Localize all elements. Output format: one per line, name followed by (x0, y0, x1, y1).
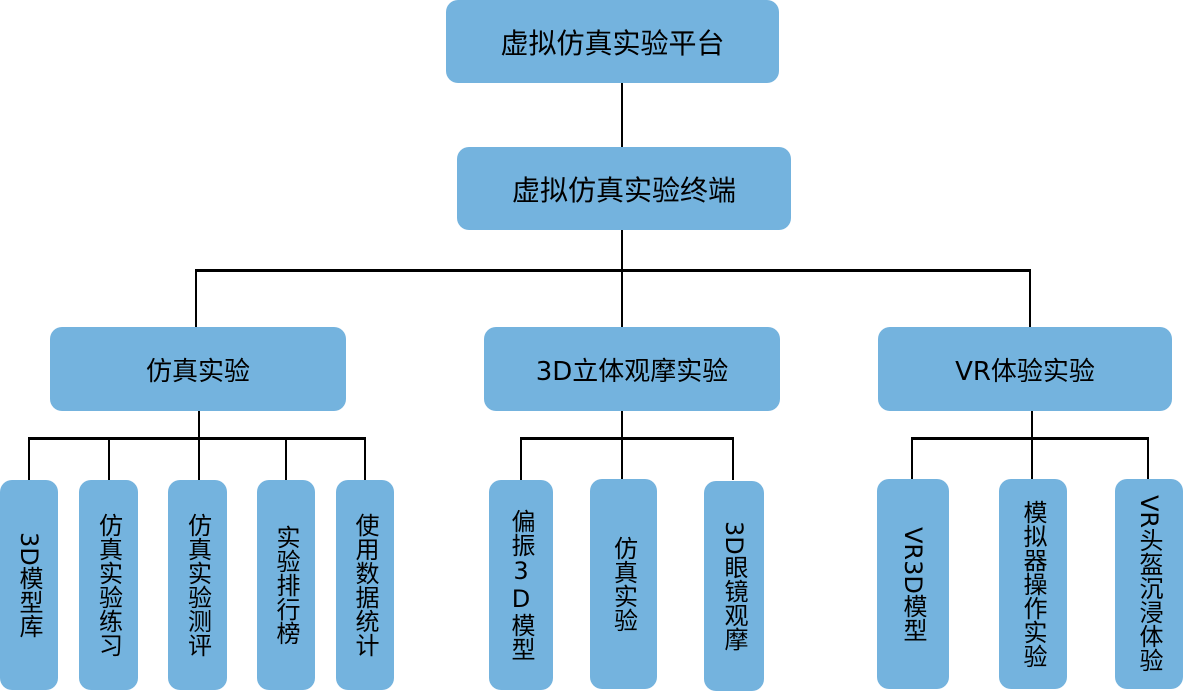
leaf-node: VR头盔沉浸体验 (1115, 479, 1183, 689)
leaf-label: 使用数据统计 (351, 513, 379, 657)
branch-label: 仿真实验 (145, 356, 250, 387)
leaf-label: 仿真实验练习 (94, 513, 123, 657)
leaf-label: 仿真实验 (609, 536, 638, 632)
connector-branch-3 (1029, 271, 1031, 328)
connector-root-terminal (621, 83, 623, 147)
branch-node-simulation: 仿真实验 (50, 327, 346, 411)
leaf-label: 实验排行榜 (272, 525, 300, 645)
leaf-node: 仿真实验练习 (79, 480, 138, 690)
leaf-label: 3D眼镜观摩 (720, 521, 748, 651)
connector-leaf (285, 438, 287, 480)
connector-branch1-bar (28, 437, 366, 440)
branch-label: VR体验实验 (955, 356, 1095, 387)
connector-leaf (28, 438, 30, 480)
connector-branch3-bar (911, 437, 1149, 440)
connector-leaf (911, 438, 913, 480)
leaf-node: 3D眼镜观摩 (704, 481, 764, 691)
connector-branch3-down (1031, 410, 1033, 480)
connector-leaf (732, 438, 734, 480)
leaf-node: 仿真实验 (590, 479, 657, 689)
connector-leaf (108, 438, 110, 480)
connector-leaf (364, 438, 366, 480)
terminal-label: 虚拟仿真实验终端 (511, 173, 736, 207)
terminal-node: 虚拟仿真实验终端 (457, 147, 791, 230)
connector-terminal-down (621, 230, 623, 328)
leaf-node: 实验排行榜 (257, 480, 315, 690)
leaf-label: 偏振3D模型 (507, 509, 535, 661)
leaf-node: 偏振3D模型 (489, 480, 553, 690)
leaf-label: VR头盔沉浸体验 (1135, 495, 1163, 673)
connector-leaf (1147, 438, 1149, 480)
connector-level2-bar (195, 269, 1031, 272)
root-label: 虚拟仿真实验平台 (500, 26, 725, 60)
leaf-label: 模拟器操作实验 (1019, 500, 1047, 668)
connector-branch2-down (621, 410, 623, 480)
connector-branch2-bar (520, 437, 734, 440)
leaf-node: 模拟器操作实验 (999, 479, 1067, 689)
branch-label: 3D立体观摩实验 (535, 356, 729, 387)
leaf-label: 仿真实验测评 (183, 513, 212, 657)
leaf-node: 仿真实验测评 (168, 480, 227, 690)
branch-node-3d: 3D立体观摩实验 (484, 327, 780, 411)
leaf-label: 3D模型库 (15, 532, 43, 638)
root-node: 虚拟仿真实验平台 (446, 0, 779, 83)
connector-leaf (520, 438, 522, 480)
leaf-node: 使用数据统计 (336, 480, 394, 690)
connector-branch1-down (198, 410, 200, 480)
branch-node-vr: VR体验实验 (878, 327, 1172, 411)
leaf-label: VR3D模型 (899, 526, 927, 642)
connector-branch-1 (195, 271, 197, 328)
leaf-node: VR3D模型 (877, 479, 949, 689)
leaf-node: 3D模型库 (0, 480, 58, 690)
